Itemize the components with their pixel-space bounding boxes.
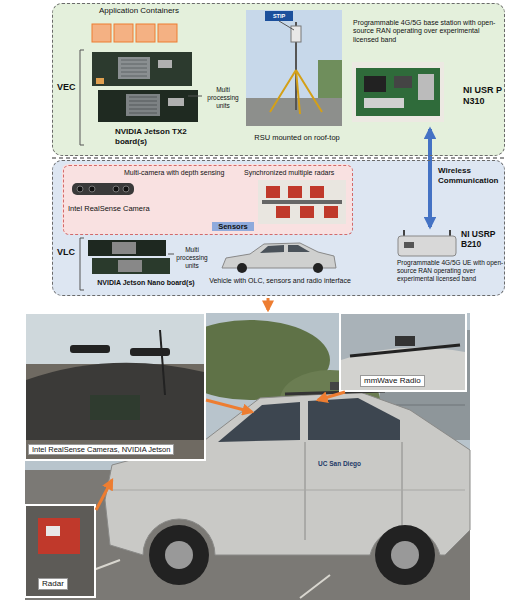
label-text: Multi processing units bbox=[205, 86, 241, 109]
node-text: Application Containers bbox=[89, 6, 189, 16]
node-text: Vehicle with OLC, sensors and radio inte… bbox=[209, 277, 351, 285]
node-text: Synchronized multiple radars bbox=[244, 169, 352, 177]
container-group: Application Containers bbox=[89, 6, 189, 50]
node-text: VEC bbox=[57, 82, 83, 93]
node-text: Intel RealSense Camera bbox=[68, 204, 164, 213]
connector-arrow bbox=[428, 129, 432, 227]
base-station-figure: Programmable 4G/5G base station with ope… bbox=[351, 19, 506, 129]
node-text: VLC bbox=[57, 247, 83, 258]
ue-figure: Programmable 4G/5G UE with open-source R… bbox=[393, 227, 506, 295]
node-text: Programmable 4G/5G UE with open-source R… bbox=[397, 259, 505, 282]
label-text: UC San Diego bbox=[318, 460, 361, 468]
label-text: Radar bbox=[38, 578, 68, 590]
board-figure: NVIDIA Jetson TX2 board(s) bbox=[87, 47, 207, 151]
node-text: RSU mounted on roof-top bbox=[245, 133, 349, 142]
node-text: NVIDIA Jetson TX2 board(s) bbox=[115, 127, 199, 146]
label-text: Multi processing units bbox=[175, 246, 209, 269]
node-text: Multi-camera with depth sensing bbox=[124, 169, 242, 177]
label-text: mmWave Radio bbox=[360, 375, 425, 387]
node-text: NI USR P N310 bbox=[463, 85, 503, 107]
vec-region: VEC Application ContainersNVIDIA Jetson T… bbox=[52, 3, 505, 156]
node-text: NI USRP B210 bbox=[461, 229, 503, 249]
edge-label: Wireless Communication bbox=[438, 166, 502, 185]
node-text: Sensors bbox=[212, 222, 254, 231]
node-text: Programmable 4G/5G base station with ope… bbox=[353, 19, 503, 44]
label-text: STIP bbox=[266, 13, 292, 20]
node-text: NVIDIA Jetson Nano board(s) bbox=[87, 279, 205, 287]
vlc-region: VLC Multi-camera with depth sensingSynchr… bbox=[52, 160, 505, 296]
sensor-box: Multi-camera with depth sensingSynchroni… bbox=[63, 165, 353, 235]
label-text: Intel RealSense Cameras, NVIDIA Jetson bbox=[28, 444, 174, 455]
rsu-figure: RSU mounted on roof-top bbox=[245, 9, 349, 151]
vehicle-figure: Vehicle with OLC, sensors and radio inte… bbox=[209, 237, 351, 295]
